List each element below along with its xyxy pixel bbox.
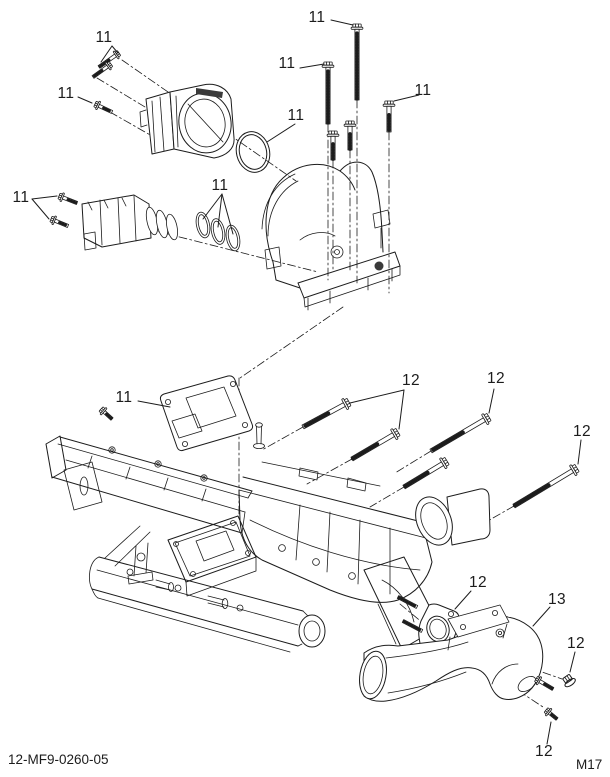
page-code: M17 — [576, 757, 603, 772]
callout-12-flange-gasket: 12 — [468, 574, 488, 591]
callout-leader-lines — [31, 19, 582, 745]
callout-11-o-ring: 11 — [287, 107, 305, 124]
callout-11-bolt-right: 11 — [414, 82, 432, 99]
callout-12-bolt-right: 12 — [572, 423, 592, 440]
callout-11-long-bolt-left: 11 — [278, 55, 296, 72]
callout-11-gasket: 11 — [115, 389, 133, 406]
throttle-body-drawing — [139, 83, 235, 159]
elbow-duct-drawing — [359, 604, 544, 702]
callout-13-elbow-duct: 13 — [547, 591, 567, 608]
callout-11-actuator-screws: 11 — [12, 189, 30, 206]
callout-11-long-bolt-center: 11 — [308, 9, 326, 26]
figure-number: 12-MF9-0260-05 — [8, 752, 109, 767]
elbow-nut-drawing — [562, 674, 576, 688]
callout-12-bolt-center: 12 — [486, 370, 506, 387]
callout-11-throttle-screws-upper: 11 — [95, 29, 113, 46]
manifold-assembly-drawing — [45, 422, 491, 653]
fasteners — [49, 23, 580, 721]
callout-11-throttle-screw-left: 11 — [57, 85, 75, 102]
callout-11-seal-rings: 11 — [211, 177, 229, 194]
callout-12-elbow-nut: 12 — [566, 635, 586, 652]
callout-12-bolt-pair: 12 — [401, 372, 421, 389]
callout-12-elbow-lower-bolt: 12 — [534, 743, 554, 760]
o-ring-drawing — [235, 131, 271, 173]
seal-rings-drawing — [195, 211, 241, 252]
adapter-gasket-drawing — [159, 375, 254, 452]
adapter-housing-drawing — [261, 161, 401, 311]
actuator-drawing — [81, 194, 178, 251]
